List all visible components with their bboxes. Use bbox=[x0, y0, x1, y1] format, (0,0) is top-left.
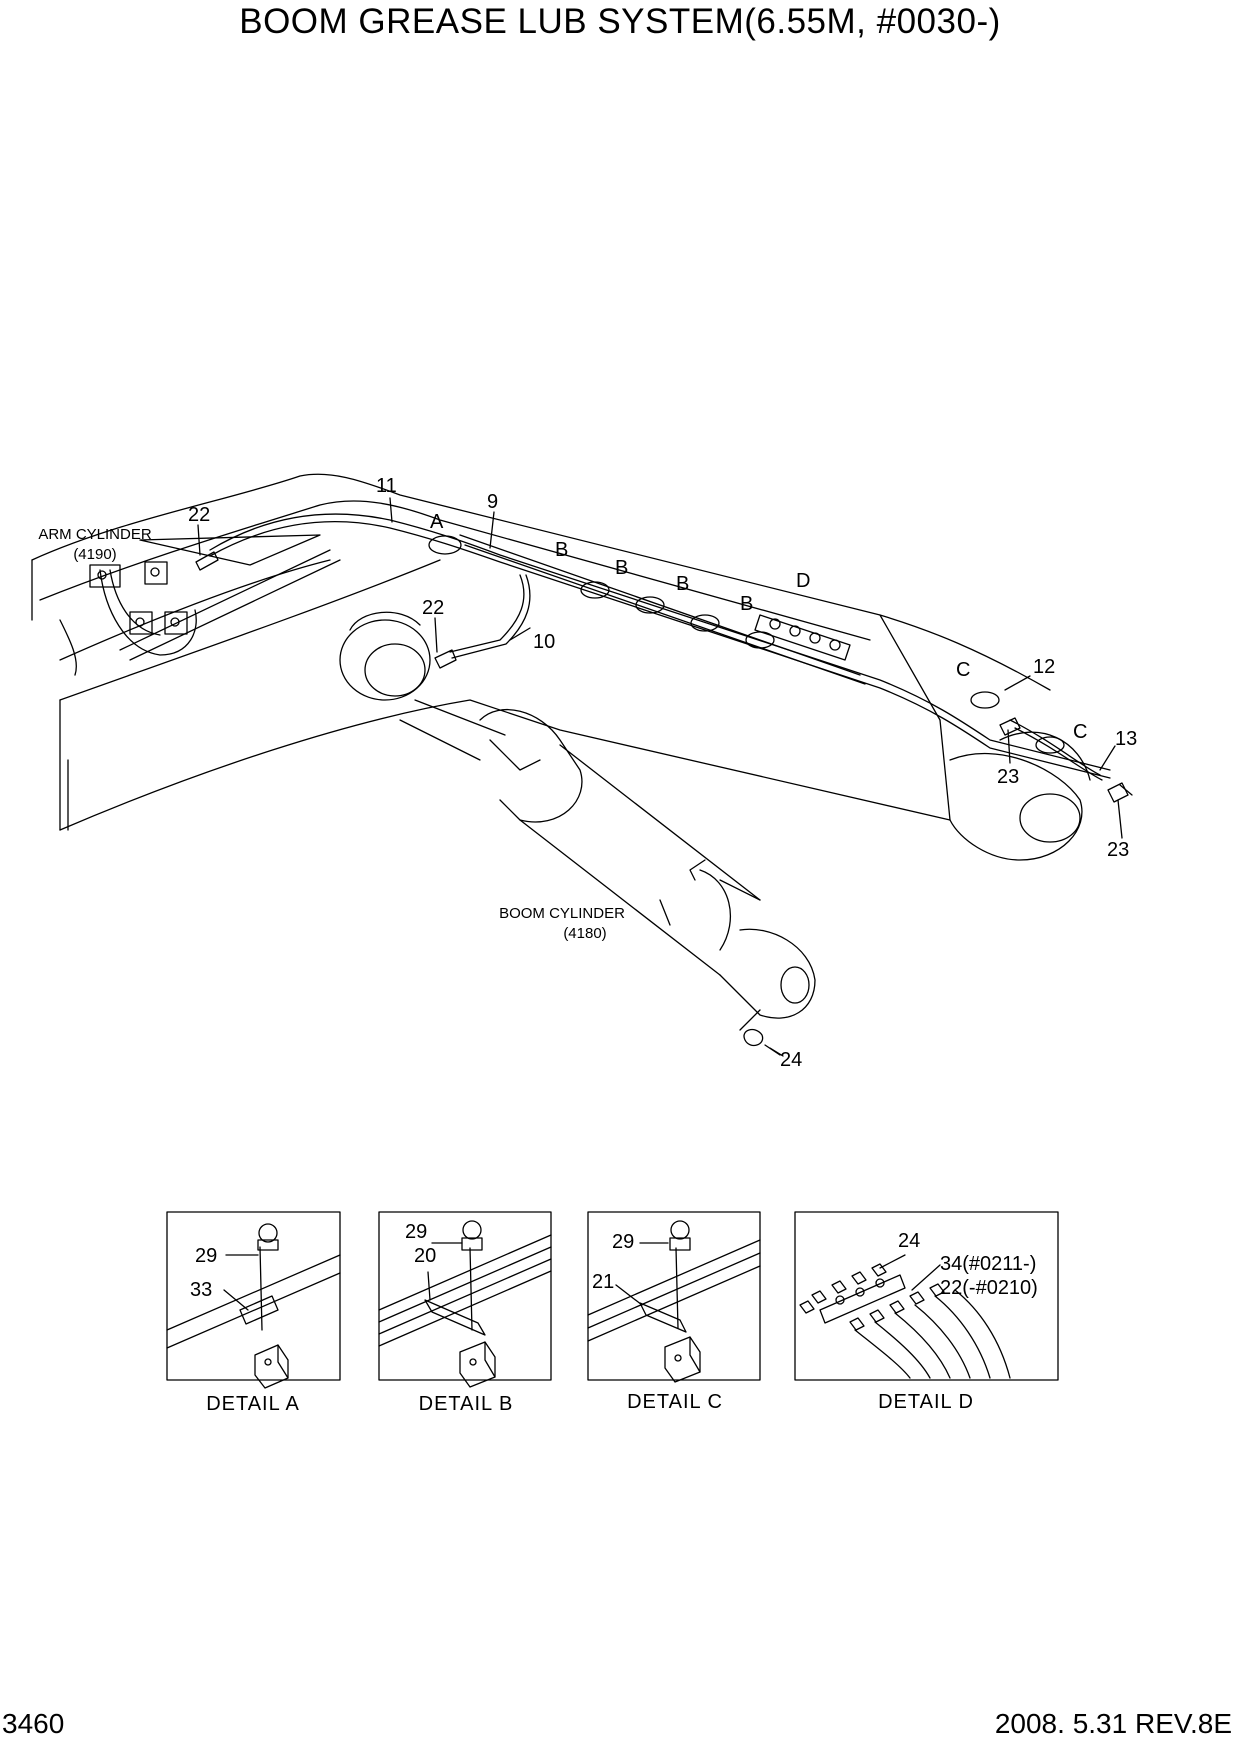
detail-b: 29 20 DETAIL B bbox=[378, 1211, 552, 1415]
arm-cylinder-label: ARM CYLINDER bbox=[38, 526, 152, 543]
view-letter-b-2: B bbox=[615, 557, 628, 579]
detail-d-part-22: 22(-#0210) bbox=[940, 1277, 1038, 1299]
page-title: BOOM GREASE LUB SYSTEM(6.55M, #0030-) bbox=[239, 2, 1001, 41]
boom-cylinder-label: BOOM CYLINDER bbox=[499, 905, 625, 922]
callouts: 11 9 22 22 10 12 13 23 23 24 A B B B B D… bbox=[188, 475, 1137, 1071]
callout-10: 10 bbox=[533, 631, 555, 653]
view-letter-a: A bbox=[430, 511, 444, 533]
view-letter-b-1: B bbox=[555, 539, 568, 561]
callout-23-lower: 23 bbox=[1107, 839, 1129, 861]
detail-a: 29 33 DETAIL A bbox=[166, 1211, 341, 1415]
detail-b-part-29: 29 bbox=[405, 1221, 427, 1243]
detail-d-part-24: 24 bbox=[898, 1230, 920, 1252]
detail-c-part-29: 29 bbox=[612, 1231, 634, 1253]
detail-c: 29 21 DETAIL C bbox=[587, 1211, 761, 1413]
callout-12: 12 bbox=[1033, 656, 1055, 678]
boom-body bbox=[31, 473, 1091, 861]
detail-c-part-21: 21 bbox=[592, 1271, 614, 1293]
callout-23-upper: 23 bbox=[997, 766, 1019, 788]
boom-cylinder bbox=[399, 699, 816, 1056]
boom-cylinder-ref: (4180) bbox=[563, 925, 606, 942]
detail-d-caption: DETAIL D bbox=[878, 1391, 974, 1413]
detail-a-part-33: 33 bbox=[190, 1279, 212, 1301]
callout-24: 24 bbox=[780, 1049, 802, 1071]
view-letter-d: D bbox=[796, 570, 810, 592]
callout-13: 13 bbox=[1115, 728, 1137, 750]
detail-b-caption: DETAIL B bbox=[419, 1393, 514, 1415]
detail-c-caption: DETAIL C bbox=[627, 1391, 723, 1413]
arm-cylinder-ref: (4190) bbox=[73, 546, 116, 563]
page-number: 3460 bbox=[2, 1708, 65, 1739]
detail-d-part-34: 34(#0211-) bbox=[940, 1253, 1036, 1275]
detail-a-part-29: 29 bbox=[195, 1245, 217, 1267]
view-letter-c-1: C bbox=[956, 659, 970, 681]
view-letter-c-2: C bbox=[1073, 721, 1087, 743]
detail-a-caption: DETAIL A bbox=[206, 1393, 300, 1415]
view-letter-b-4: B bbox=[740, 593, 753, 615]
callout-11: 11 bbox=[376, 475, 397, 497]
view-letter-b-3: B bbox=[676, 573, 689, 595]
detail-d: 24 34(#0211-) 22(-#0210) DETAIL D bbox=[794, 1211, 1059, 1413]
detail-b-part-20: 20 bbox=[414, 1245, 436, 1267]
grease-lines bbox=[195, 513, 1133, 803]
revision-label: 2008. 5.31 REV.8E bbox=[994, 1708, 1232, 1739]
callout-9: 9 bbox=[487, 491, 498, 513]
callout-22-boss: 22 bbox=[422, 597, 444, 619]
callout-22-arm: 22 bbox=[188, 504, 210, 526]
